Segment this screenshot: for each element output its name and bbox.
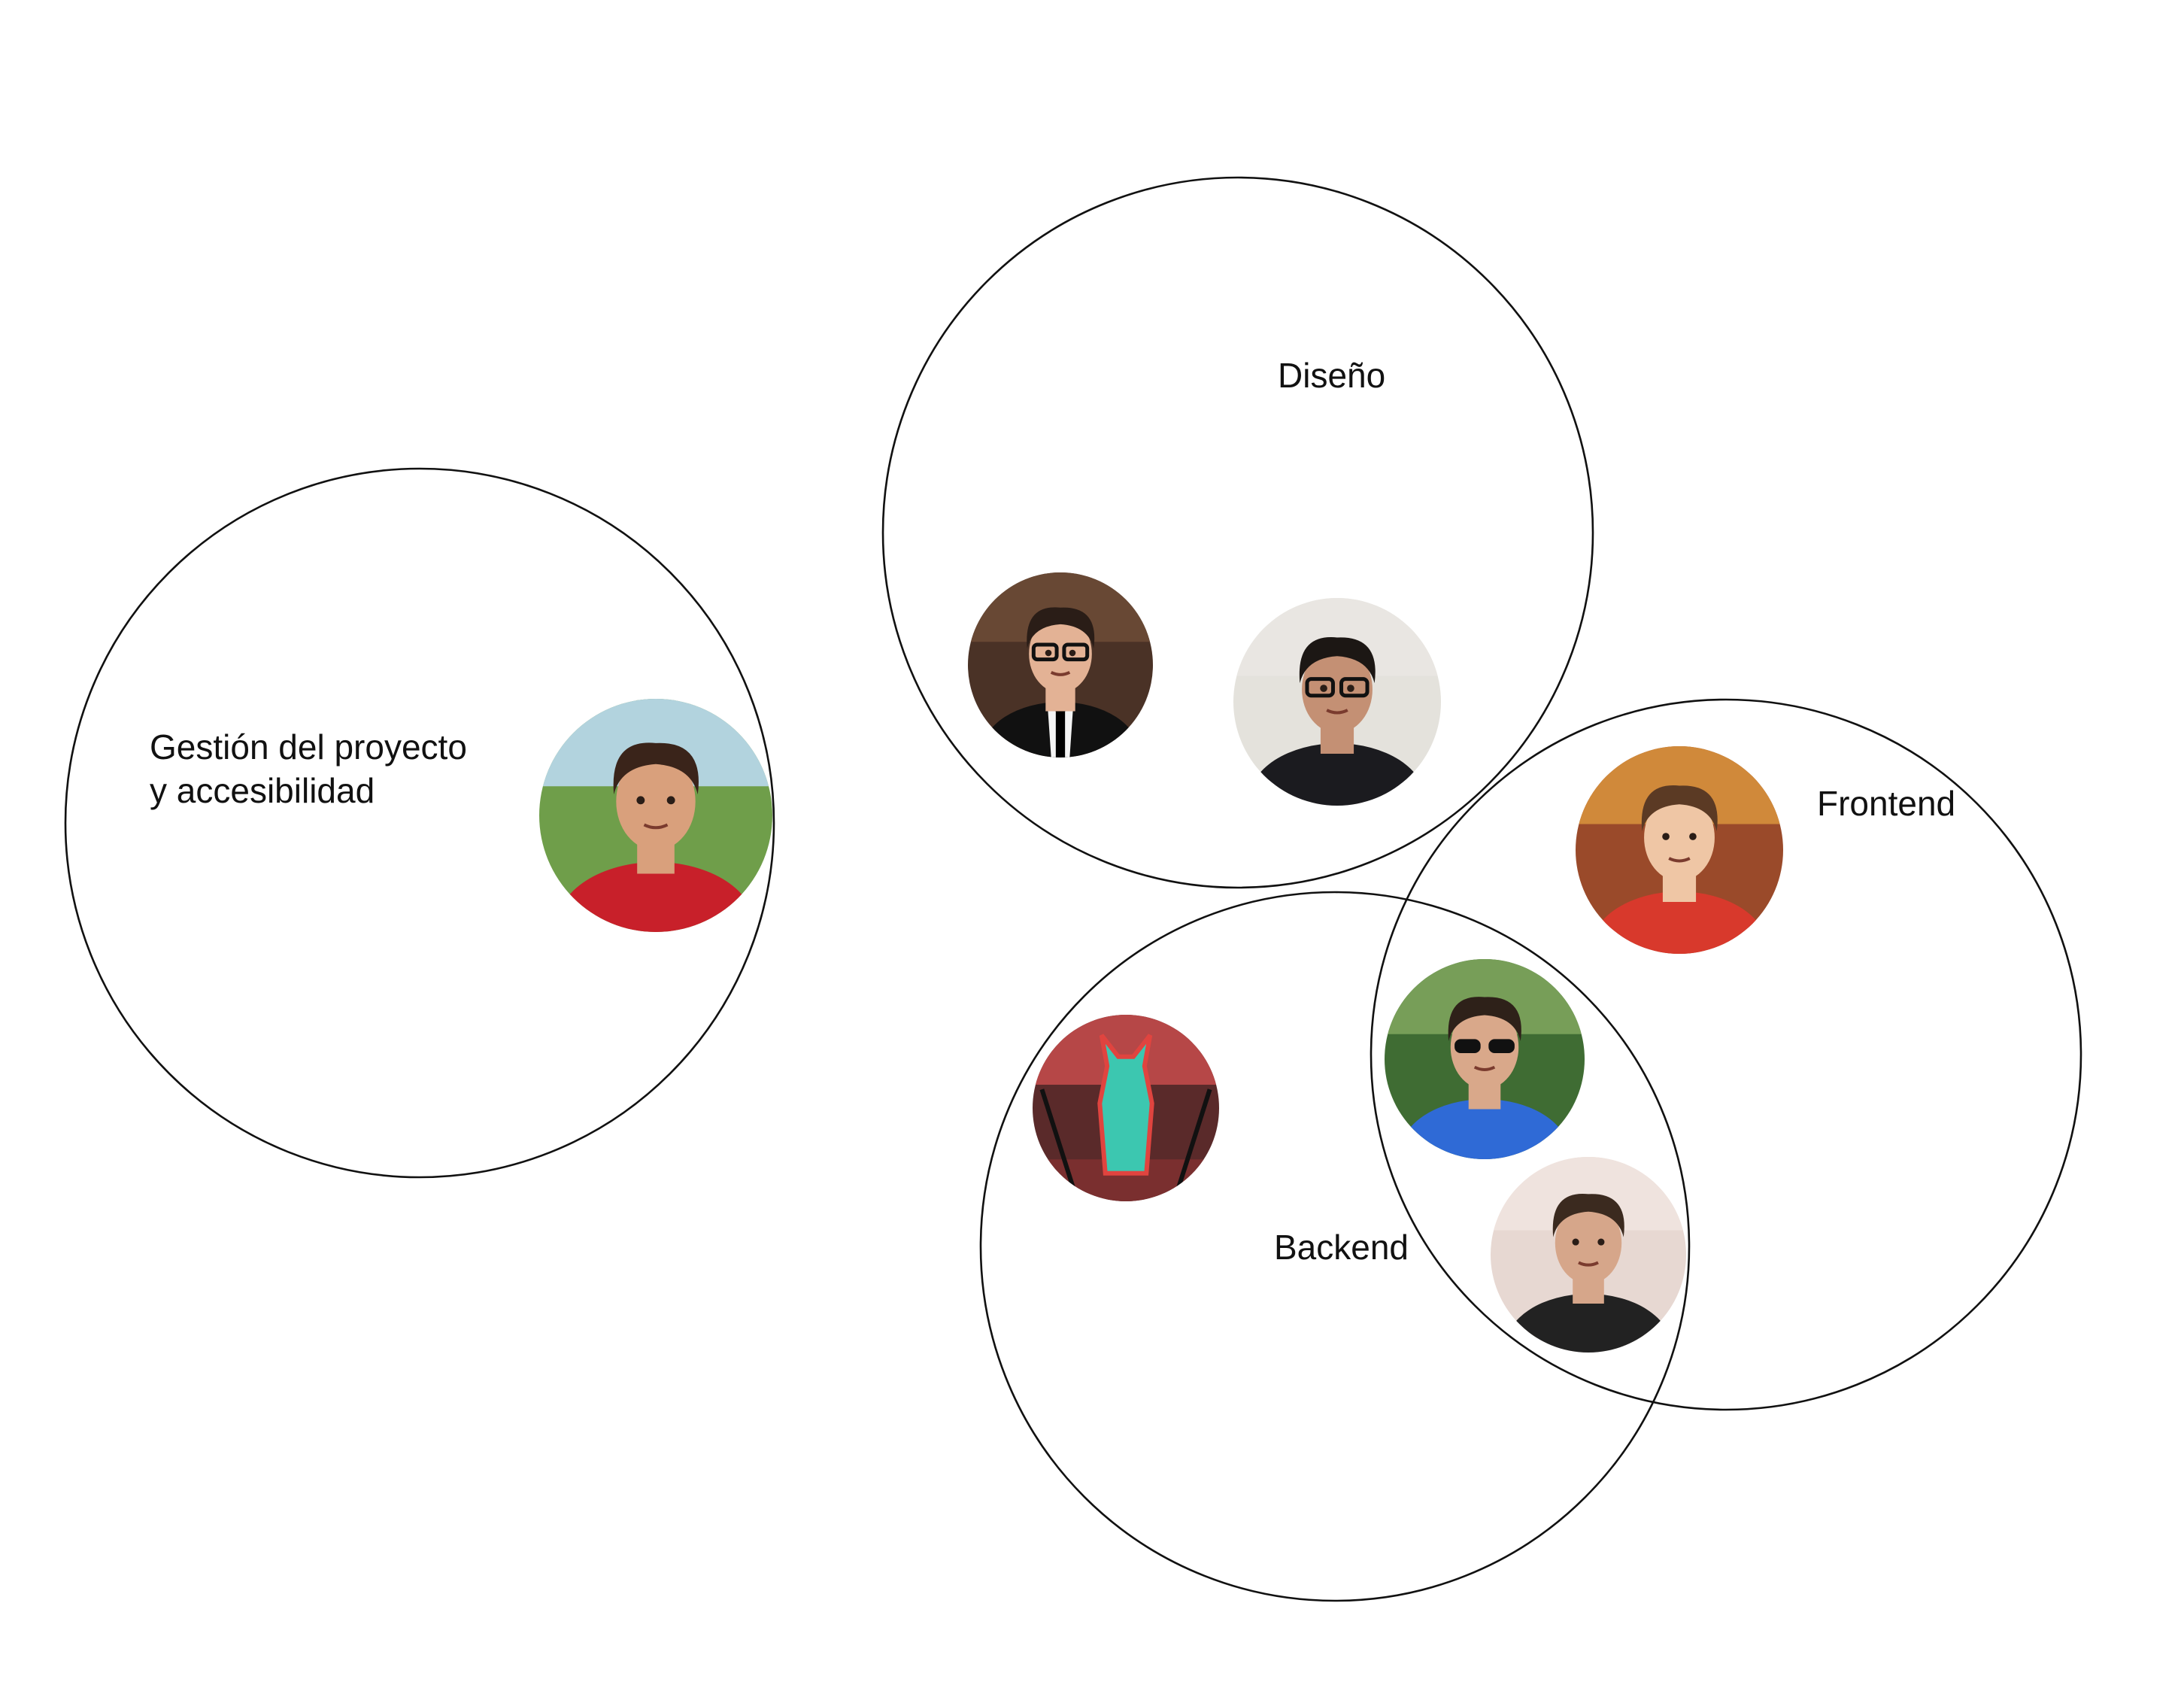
person-face xyxy=(616,752,696,851)
person-eye-left xyxy=(1320,685,1327,692)
glasses-left-frame xyxy=(1031,642,1059,662)
person-face xyxy=(1644,794,1715,882)
person-mouth xyxy=(1050,671,1071,676)
person-eye-left xyxy=(1572,1238,1579,1246)
person-eye-left xyxy=(1045,649,1052,657)
gestion-circle xyxy=(64,467,775,1179)
glasses-right-frame xyxy=(1339,677,1370,698)
frontend-label: Frontend xyxy=(1817,784,1955,823)
person-shoulders xyxy=(1505,1294,1672,1353)
diseno-circle xyxy=(881,176,1594,889)
man-beard-light-background-avatar xyxy=(1491,1157,1686,1353)
person-eye-left xyxy=(636,796,645,805)
glasses-left-frame xyxy=(1305,677,1335,698)
person-face xyxy=(1302,645,1373,733)
person-mouth xyxy=(1473,1065,1496,1071)
wolf-red-cyan-art-avatar xyxy=(1033,1015,1219,1201)
person-shoulders xyxy=(1399,1099,1570,1159)
man-warm-background-avatar xyxy=(1576,746,1783,954)
person-hair xyxy=(1027,607,1095,648)
person-shoulders xyxy=(1591,891,1768,954)
person-mouth xyxy=(643,823,669,830)
person-eye-right xyxy=(1597,1238,1605,1246)
wolf-frame-line-left xyxy=(1039,1088,1077,1193)
wolf-frame-line-right xyxy=(1175,1088,1212,1193)
person-hair xyxy=(1299,637,1376,684)
person-hair xyxy=(613,742,699,795)
person-shoulders xyxy=(557,862,755,932)
person-face xyxy=(1029,615,1092,693)
man-sunglasses-blue-shirt-avatar xyxy=(1385,959,1585,1159)
wolf-figure xyxy=(1097,1034,1154,1176)
person-face xyxy=(1555,1201,1622,1284)
diseno-label: Diseño xyxy=(1278,356,1385,395)
person-mouth xyxy=(1578,1261,1599,1267)
person-hair xyxy=(1552,1194,1624,1237)
frontend-circle xyxy=(1370,698,2082,1411)
man-red-shirt-mountains-avatar xyxy=(539,699,772,932)
sunglasses-right-lens xyxy=(1488,1039,1515,1054)
person-eye-left xyxy=(1662,833,1670,840)
glasses-right-frame xyxy=(1062,642,1090,662)
gestion-label: Gestión del proyecto y accesibilidad xyxy=(150,727,477,810)
man-glasses-dark-shirt-avatar xyxy=(1233,598,1441,806)
sunglasses-left-lens xyxy=(1454,1039,1481,1054)
person-mouth xyxy=(1326,709,1348,715)
person-eye-right xyxy=(1689,833,1697,840)
gestion-label-line-1: Gestión del proyecto xyxy=(150,727,467,767)
person-eye-right xyxy=(666,796,675,805)
necktie xyxy=(1055,709,1066,757)
person-hair xyxy=(1641,785,1718,832)
person-face xyxy=(1450,1005,1519,1089)
man-suit-glasses-avatar xyxy=(968,572,1153,757)
person-mouth xyxy=(1668,857,1691,863)
backend-circle xyxy=(979,891,1691,1602)
person-shoulders xyxy=(1248,743,1426,806)
person-eye-right xyxy=(1069,649,1076,657)
person-eye-right xyxy=(1347,685,1354,692)
backend-label: Backend xyxy=(1274,1228,1409,1267)
person-hair xyxy=(1448,997,1521,1042)
gestion-label-line-2: y accesibilidad xyxy=(150,771,375,810)
member-portraits xyxy=(539,572,1783,1353)
